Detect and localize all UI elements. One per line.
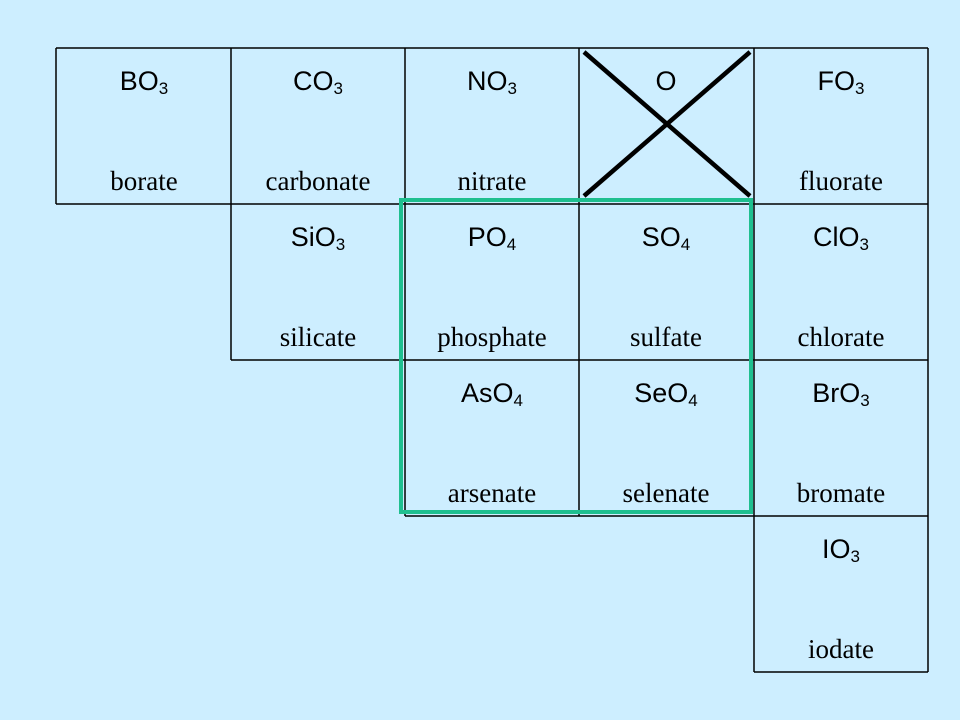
cell-arsenate: AsO4 arsenate bbox=[405, 360, 579, 515]
formula: O bbox=[655, 66, 677, 96]
formula: IO3 bbox=[822, 534, 860, 566]
ion-name: phosphate bbox=[437, 322, 547, 352]
cell-oxygen-crossed-out: O bbox=[579, 48, 753, 203]
ion-name: arsenate bbox=[447, 478, 537, 508]
cell-bromate: BrO3 bromate bbox=[754, 360, 928, 515]
highlight-box bbox=[399, 198, 753, 514]
ion-name: iodate bbox=[808, 634, 874, 664]
cell-borate: BO3 borate bbox=[57, 48, 231, 203]
cell-nitrate: NO3 nitrate bbox=[405, 48, 579, 203]
ion-name: carbonate bbox=[265, 166, 371, 196]
cell-sulfate: SO4 sulfate bbox=[579, 204, 753, 359]
formula: SiO3 bbox=[290, 222, 346, 254]
formula: SO4 bbox=[641, 222, 691, 254]
cell-iodate: IO3 iodate bbox=[754, 516, 928, 671]
formula: PO4 bbox=[467, 222, 517, 254]
ion-name: sulfate bbox=[630, 322, 702, 352]
cell-silicate: SiO3 silicate bbox=[231, 204, 405, 359]
ion-name: chlorate bbox=[797, 322, 885, 352]
formula: BO3 bbox=[119, 66, 169, 98]
formula: CO3 bbox=[293, 66, 343, 98]
cell-carbonate: CO3 carbonate bbox=[231, 48, 405, 203]
formula: BrO3 bbox=[812, 378, 870, 410]
cross-out-mark bbox=[582, 50, 752, 198]
ion-name: borate bbox=[110, 166, 178, 196]
cell-phosphate: PO4 phosphate bbox=[405, 204, 579, 359]
ion-name: nitrate bbox=[457, 166, 527, 196]
ion-name: silicate bbox=[279, 322, 357, 352]
ion-name: fluorate bbox=[799, 166, 883, 196]
cell-fluorate: FO3 fluorate bbox=[754, 48, 928, 203]
ion-name: selenate bbox=[622, 478, 710, 508]
formula: NO3 bbox=[467, 66, 517, 98]
formula: AsO4 bbox=[461, 378, 523, 410]
formula: ClO3 bbox=[813, 222, 869, 254]
formula: SeO4 bbox=[634, 378, 698, 410]
cell-chlorate: ClO3 chlorate bbox=[754, 204, 928, 359]
formula: FO3 bbox=[817, 66, 865, 98]
cell-selenate: SeO4 selenate bbox=[579, 360, 753, 515]
ion-name: bromate bbox=[796, 478, 886, 508]
